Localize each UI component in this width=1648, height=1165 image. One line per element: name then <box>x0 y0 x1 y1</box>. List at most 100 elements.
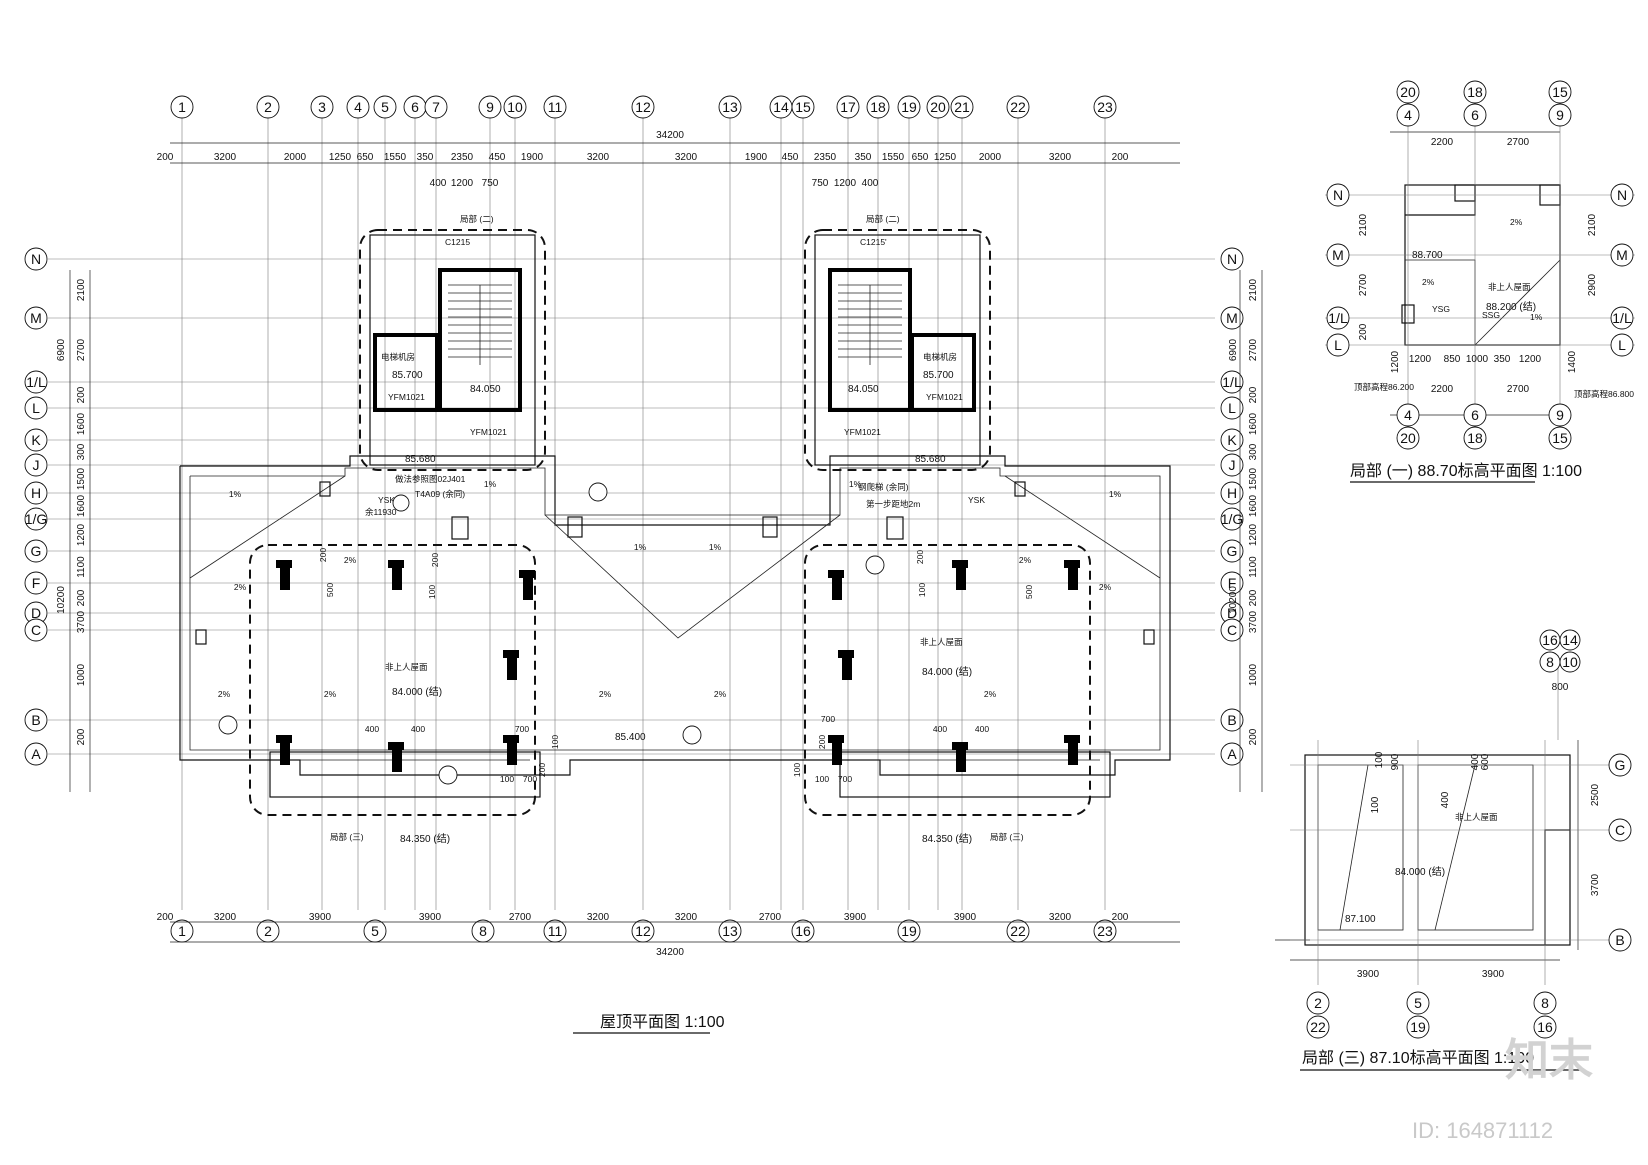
d3-dim-value: 2500 <box>1590 783 1601 806</box>
d1-note-top-2: 顶部高程86.800 <box>1574 389 1634 399</box>
d1-left-axis-L: L <box>1326 333 1350 357</box>
bottom-dim-value: 3200 <box>675 912 698 923</box>
d1-bottom-axis2-15: 15 <box>1548 426 1572 450</box>
top-dim-value: 450 <box>489 152 506 163</box>
left-side-dim-value: 200 <box>76 728 87 745</box>
bottom-axis-bubble-16: 16 <box>791 919 815 943</box>
bottom-dim-value: 3200 <box>587 912 610 923</box>
left-axis-bubble-M-label: M <box>30 310 42 326</box>
left-axis-bubble-N: N <box>24 247 48 271</box>
stair-treads <box>448 284 902 365</box>
d1-bottom-axis-6: 6 <box>1463 403 1487 427</box>
window-c1215-left: C1215 <box>445 237 470 247</box>
local-dim-label: 700 <box>838 774 852 784</box>
d3-top-axis-14: 14 <box>1559 629 1581 651</box>
door-yfm1021-4: YFM1021 <box>926 392 963 402</box>
d1-slope-2: 2% <box>1422 277 1435 287</box>
slope-label: 1% <box>229 489 242 499</box>
d1-right-axis-L-label: L <box>1618 337 1626 353</box>
right-axis-bubble-N-label: N <box>1227 251 1237 267</box>
d3-bottom-axis2-22-label: 22 <box>1310 1019 1326 1035</box>
building-outline <box>179 229 1171 816</box>
d1-bottom-dim: 1000 <box>1466 354 1489 365</box>
right-axis-bubble-1/L: 1/L <box>1220 370 1244 394</box>
d1-side-dim: 2700 <box>1358 273 1369 296</box>
right-side-dim-value: 2100 <box>1248 278 1259 301</box>
local-dim-label: 200 <box>430 553 440 567</box>
stair-dim-value: 1200 <box>834 178 857 189</box>
bottom-axis-bubble-5: 5 <box>363 919 387 943</box>
d1-top-axis2-9: 9 <box>1548 103 1572 127</box>
main-grid-lines <box>48 118 1215 910</box>
right-axis-bubble-C-label: C <box>1227 622 1237 638</box>
d3-side-axis-G-label: G <box>1615 757 1626 773</box>
stair-dim-value: 750 <box>812 178 829 189</box>
local-dim-label: 400 <box>933 724 947 734</box>
d3-top-axis2-8: 8 <box>1539 651 1561 673</box>
top-axis-bubble-5-label: 5 <box>381 99 389 115</box>
d1-top-axis2-4-label: 4 <box>1404 107 1412 123</box>
left-axis-bubble-A-label: A <box>31 746 41 762</box>
bottom-dim-value: 2700 <box>509 912 532 923</box>
right-side-dim-value: 200 <box>1248 728 1259 745</box>
d1-left-axis-M-label: M <box>1332 247 1344 263</box>
left-side-dim-value: 200 <box>76 589 87 606</box>
top-axis-bubble-9: 9 <box>478 95 502 119</box>
d1-side-dim: 1200 <box>1390 350 1401 373</box>
local-dim-label: 500 <box>325 583 335 597</box>
slope-label: 2% <box>714 689 727 699</box>
right-axis-bubble-D: D <box>1220 601 1244 625</box>
note-reference: 做法参照图02J401 <box>395 474 466 484</box>
left-side-dim-value: 2100 <box>76 278 87 301</box>
left-axis-bubble-K-label: K <box>31 432 41 448</box>
bottom-axis-bubble-12: 12 <box>631 919 655 943</box>
left-side-dim-value: 1600 <box>76 412 87 435</box>
left-axis-bubble-F: F <box>24 571 48 595</box>
d3-bottom-axis-5: 5 <box>1406 991 1430 1015</box>
d1-slope-1: 2% <box>1510 217 1523 227</box>
stair-dim-value: 750 <box>482 178 499 189</box>
d1-bottom-dim: 2700 <box>1507 384 1530 395</box>
d3-top-axis-14-label: 14 <box>1562 632 1578 648</box>
d3-bottom-axis2-19: 19 <box>1406 1015 1430 1039</box>
d1-right-axis-M-label: M <box>1616 247 1628 263</box>
top-axis-bubble-14-label: 14 <box>773 99 789 115</box>
top-axis-bubble-2-label: 2 <box>264 99 272 115</box>
slope-label: 2% <box>234 582 247 592</box>
column-cap <box>952 560 968 568</box>
column <box>956 560 966 590</box>
d3-dim-value: 400 <box>1470 753 1481 770</box>
top-dim-value: 1900 <box>521 152 544 163</box>
top-axis-bubble-21-label: 21 <box>954 99 970 115</box>
left-axis-bubble-1/L-label: 1/L <box>26 374 46 390</box>
top-axis-bubble-12: 12 <box>631 95 655 119</box>
d1-top-axis-15-label: 15 <box>1552 84 1568 100</box>
bottom-dim-value: 3900 <box>844 912 867 923</box>
detail-index-bubbles <box>195 481 1155 785</box>
bottom-axis-bubble-11-label: 11 <box>548 923 563 939</box>
detail-tag-3-left: 局部 (三) <box>330 832 364 842</box>
left-side-total-upper: 6900 <box>56 338 67 361</box>
d1-side-dim: 1400 <box>1567 350 1578 373</box>
bottom-axis-bubble-2: 2 <box>256 919 280 943</box>
bottom-axis-bubble-8-label: 8 <box>479 923 487 939</box>
right-side-total-upper: 6900 <box>1228 338 1239 361</box>
right-axis-bubble-D-label: D <box>1227 605 1237 621</box>
right-axis-bubble-J: J <box>1220 453 1244 477</box>
bottom-axis-bubble-16-label: 16 <box>795 923 811 939</box>
right-axis-bubble-G-label: G <box>1227 543 1238 559</box>
right-side-total-lower: 10200 <box>1228 586 1239 614</box>
top-axis-bubble-1: 1 <box>170 95 194 119</box>
column <box>392 560 402 590</box>
top-dim-value: 1250 <box>934 152 957 163</box>
top-dim-value: 3200 <box>675 152 698 163</box>
stair-dim-value: 1200 <box>451 178 474 189</box>
detail-3-title: 局部 (三) 87.10标高平面图 1:100 <box>1302 1049 1534 1067</box>
right-side-dim-value: 3700 <box>1248 610 1259 633</box>
right-axis-bubble-L-label: L <box>1228 400 1236 416</box>
d3-bottom-axis-5-label: 5 <box>1414 995 1422 1011</box>
